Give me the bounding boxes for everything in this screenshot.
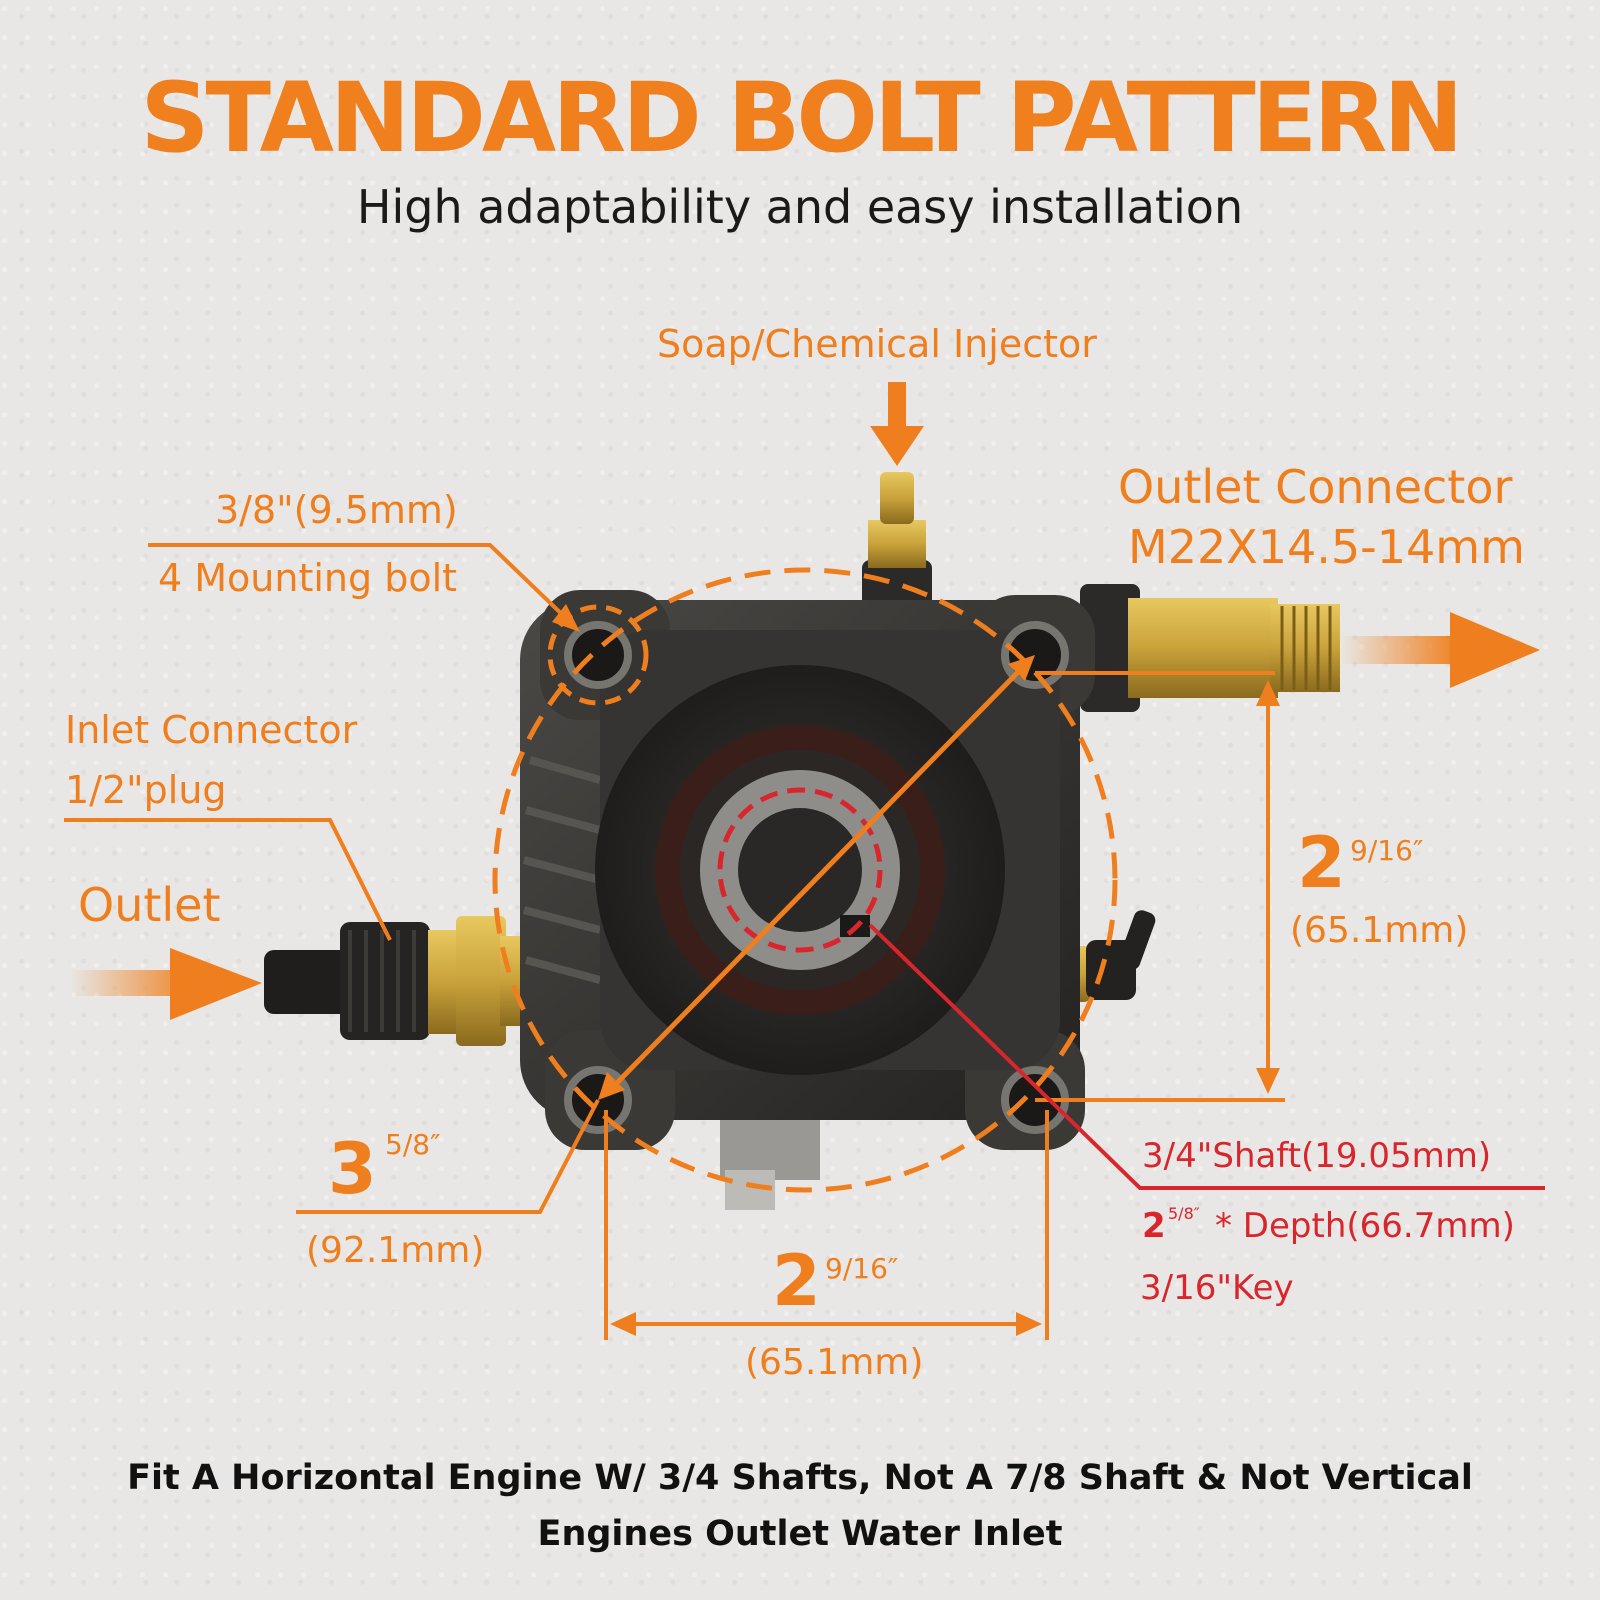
horizontal-dim-whole: 2	[772, 1240, 821, 1322]
shaft-key-label: 3/16"Key	[1140, 1268, 1294, 1308]
injector-arrow	[870, 382, 924, 466]
page-subtitle: High adaptability and easy installation	[356, 180, 1244, 234]
soap-injector-fitting	[862, 472, 932, 620]
horizontal-dimension-line	[604, 1110, 1049, 1340]
inlet-connector	[264, 916, 540, 1046]
outlet-left-label: Outlet	[78, 878, 221, 932]
inlet-plug-label: 1/2"plug	[65, 768, 227, 812]
leader-lines	[64, 543, 600, 1214]
vertical-dimension-line	[1035, 671, 1285, 1102]
bolt-highlight-dashed	[547, 604, 649, 706]
bolt-leader-arrowhead	[552, 604, 580, 632]
horizontal-dim-fraction: 9/16″	[825, 1252, 899, 1285]
inlet-connector-label: Inlet Connector	[65, 708, 358, 752]
inlet-flow-arrow	[70, 948, 262, 1020]
outlet-flow-arrow	[1340, 612, 1540, 688]
footer-line-2: Engines Outlet Water Inlet	[537, 1514, 1063, 1554]
bolt-circle-dashed	[492, 567, 1118, 1193]
shaft-diameter-label: 3/4"Shaft(19.05mm)	[1142, 1136, 1492, 1176]
horizontal-dim-metric: (65.1mm)	[745, 1342, 924, 1383]
footer-line-1: Fit A Horizontal Engine W/ 3/4 Shafts, N…	[127, 1458, 1473, 1498]
diagonal-dim-whole: 3	[328, 1128, 377, 1210]
page-title: STANDARD BOLT PATTERN	[140, 62, 1463, 174]
outlet-connector-label: Outlet Connector	[1118, 460, 1513, 514]
shaft-leader-line	[868, 923, 1545, 1190]
injector-label: Soap/Chemical Injector	[657, 322, 1097, 366]
vertical-dim-whole: 2	[1297, 822, 1346, 904]
diagonal-dim-metric: (92.1mm)	[306, 1230, 485, 1271]
shaft-depth-fraction: 5/8″	[1168, 1204, 1200, 1223]
bolt-count-label: 4 Mounting bolt	[158, 556, 458, 600]
outlet-connector	[1080, 584, 1340, 712]
vertical-dim-metric: (65.1mm)	[1290, 910, 1469, 951]
vertical-dim-fraction: 9/16″	[1350, 834, 1424, 867]
shaft-depth-label: * Depth(66.7mm)	[1215, 1206, 1515, 1246]
bolt-size-label: 3/8"(9.5mm)	[215, 488, 458, 532]
shaft-depth-whole: 2	[1142, 1206, 1166, 1246]
shaft-circle-dashed	[717, 787, 883, 953]
diagonal-dimension-line	[598, 655, 1035, 1100]
pump-body	[520, 590, 1095, 1210]
diagonal-dim-fraction: 5/8″	[385, 1128, 441, 1161]
outlet-connector-thread: M22X14.5-14mm	[1128, 520, 1525, 574]
